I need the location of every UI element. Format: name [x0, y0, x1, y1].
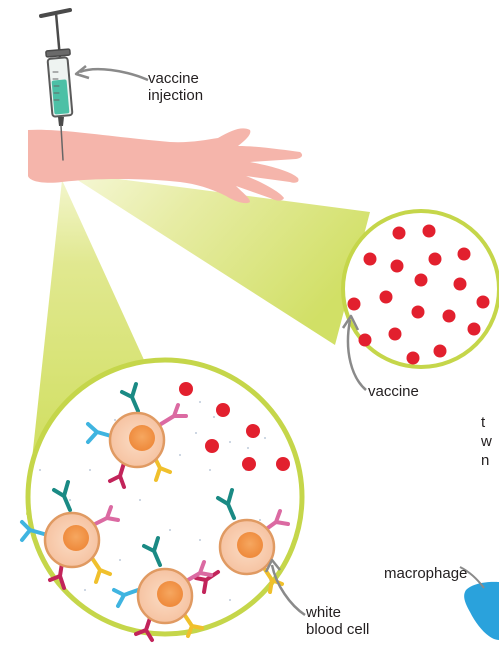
clipped-text-line3: n: [481, 451, 492, 470]
clipped-text-line2: w: [481, 432, 492, 451]
white-blood-cell-label-line2: blood cell: [306, 621, 369, 638]
macrophage-label: macrophage: [384, 565, 467, 582]
injection-pointer-arrow: [80, 69, 148, 80]
white-blood-cell-label: white blood cell: [306, 604, 369, 638]
vaccine-injection-label-line1: vaccine: [148, 70, 203, 87]
vaccine-injection-label: vaccine injection: [148, 70, 203, 104]
white-blood-cell-zoom-circle: [22, 360, 302, 640]
clipped-text-line1: t: [481, 413, 492, 432]
macrophage-icon: [464, 582, 499, 640]
clipped-text-fragment: t w n: [481, 413, 492, 470]
white-blood-cell-label-line1: white: [306, 604, 369, 621]
vaccine-zoom-circle: [343, 211, 499, 367]
vaccine-label: vaccine: [368, 383, 419, 400]
vaccine-injection-label-line2: injection: [148, 87, 203, 104]
